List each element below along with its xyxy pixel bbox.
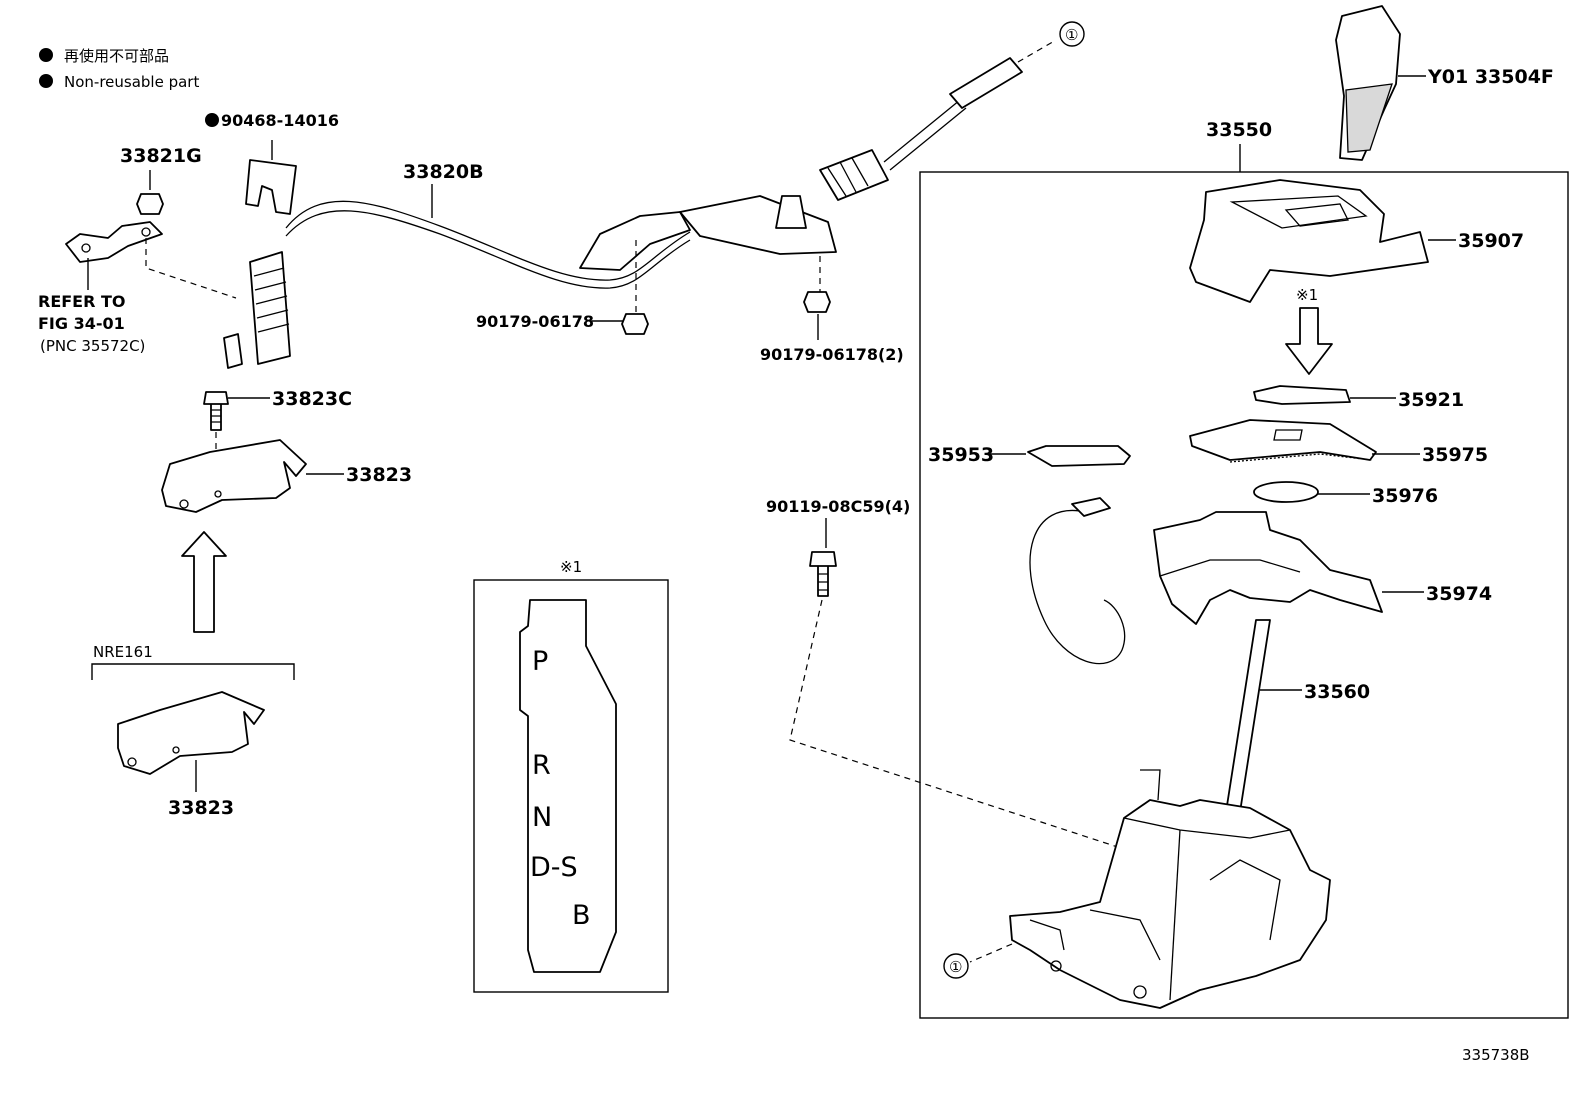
shift-bracket <box>117 691 265 775</box>
ref-mark-circle-bottom <box>943 953 969 979</box>
shift-bracket <box>161 439 307 513</box>
up-arrow-icon <box>181 531 227 633</box>
note-mark-arrow: ※1 <box>1296 286 1318 304</box>
part-35976[interactable]: 35976 <box>1253 481 1438 507</box>
shift-lever-base: ① <box>943 769 1331 1009</box>
note-mark-box: ※1 <box>560 558 582 576</box>
bulb-holder <box>1253 481 1319 503</box>
label-33823-a: 33823 <box>346 464 412 486</box>
light-cover <box>1027 445 1131 467</box>
label-90119-08C59: 90119-08C59(4) <box>766 497 910 516</box>
legend-text-en: Non-reusable part <box>64 73 199 91</box>
part-35975[interactable]: 35975 <box>1189 419 1488 466</box>
gate-ds: D-S <box>530 852 578 883</box>
part-33504F[interactable]: Y01 33504F <box>1335 5 1554 161</box>
label-33504F: Y01 33504F <box>1427 66 1554 88</box>
legend-text-jp: 再使用不可部品 <box>64 47 169 65</box>
ref-mark-circle-top <box>1059 21 1085 47</box>
non-reusable-bullet <box>205 113 219 127</box>
label-90179-06178-2: 90179-06178(2) <box>760 345 904 364</box>
gate-r: R <box>532 750 551 781</box>
cable-eye-end <box>949 57 1023 109</box>
part-33821G[interactable]: 33821G REFER TO FIG 34-01 (PNC 35572C) <box>38 145 237 355</box>
label-variant: NRE161 <box>93 643 153 661</box>
gate-b: B <box>572 900 591 931</box>
part-33823-a[interactable]: 33823 <box>161 439 412 513</box>
legend: 再使用不可部品 Non-reusable part <box>39 47 199 91</box>
gate-p: P <box>532 646 548 677</box>
label-35975: 35975 <box>1422 444 1488 466</box>
bolt-icon <box>203 391 229 431</box>
part-90179-06178[interactable]: 90179-06178 <box>476 312 649 335</box>
ref-mark-top: ① <box>1065 26 1078 44</box>
wire-harness <box>1029 497 1126 665</box>
ref-mark-bottom: ① <box>949 958 962 976</box>
down-arrow: ※1 <box>1285 286 1333 375</box>
nut-icon <box>803 291 831 313</box>
part-33823C[interactable]: 33823C <box>203 388 352 494</box>
gate-n: N <box>532 802 552 833</box>
part-33550[interactable]: 33550 <box>1206 119 1272 172</box>
part-35921[interactable]: 35921 <box>1253 385 1464 411</box>
bracket-icon <box>65 221 163 263</box>
part-33560[interactable]: 33560 <box>1225 619 1370 813</box>
down-arrow-icon <box>1285 307 1333 375</box>
shift-lever-rod <box>1225 619 1271 813</box>
part-90179-06178-2[interactable]: 90179-06178(2) <box>760 291 904 364</box>
cable-bracket <box>579 195 837 314</box>
figure-id: 335738B <box>1462 1046 1530 1064</box>
nut-icon <box>621 313 649 335</box>
gate-plate-part <box>1253 385 1351 405</box>
nut-icon <box>136 193 164 215</box>
label-35976: 35976 <box>1372 485 1438 507</box>
part-90468-14016[interactable]: 90468-14016 <box>205 111 339 215</box>
part-33820B[interactable]: 33820B ① <box>223 21 1085 369</box>
label-33550: 33550 <box>1206 119 1272 141</box>
position-indicator-housing <box>1153 511 1383 625</box>
part-35953[interactable]: 35953 <box>928 444 1131 467</box>
indicator-cover <box>1189 179 1429 303</box>
refer-line-1: REFER TO <box>38 292 126 311</box>
part-35974[interactable]: 35974 <box>1153 511 1492 625</box>
label-35907: 35907 <box>1458 230 1524 252</box>
label-33560: 33560 <box>1304 681 1370 703</box>
cable-rod-left <box>223 333 243 369</box>
label-90468-14016: 90468-14016 <box>221 111 339 130</box>
label-33823C: 33823C <box>272 388 352 410</box>
cable-line <box>285 200 691 281</box>
label-35921: 35921 <box>1398 389 1464 411</box>
part-35907[interactable]: 35907 <box>1189 179 1524 303</box>
legend-bullet-jp <box>39 48 53 62</box>
clip-icon <box>245 159 297 215</box>
gate-plate-outline <box>519 599 617 973</box>
refer-line-3: (PNC 35572C) <box>40 337 145 355</box>
label-35974: 35974 <box>1426 583 1492 605</box>
label-35953: 35953 <box>928 444 994 466</box>
refer-line-2: FIG 34-01 <box>38 314 125 333</box>
cable-end-right <box>819 149 889 201</box>
gate-plate-detail: ※1 P R N D-S B <box>473 558 669 993</box>
label-33823-b: 33823 <box>168 797 234 819</box>
label-90179-06178: 90179-06178 <box>476 312 594 331</box>
label-33820B: 33820B <box>403 161 484 183</box>
label-33821G: 33821G <box>120 145 202 167</box>
legend-bullet-en <box>39 74 53 88</box>
variant-nre161[interactable]: NRE161 33823 <box>91 643 295 819</box>
assembly-frame <box>919 171 1569 1019</box>
cable-boot-left <box>249 251 291 365</box>
